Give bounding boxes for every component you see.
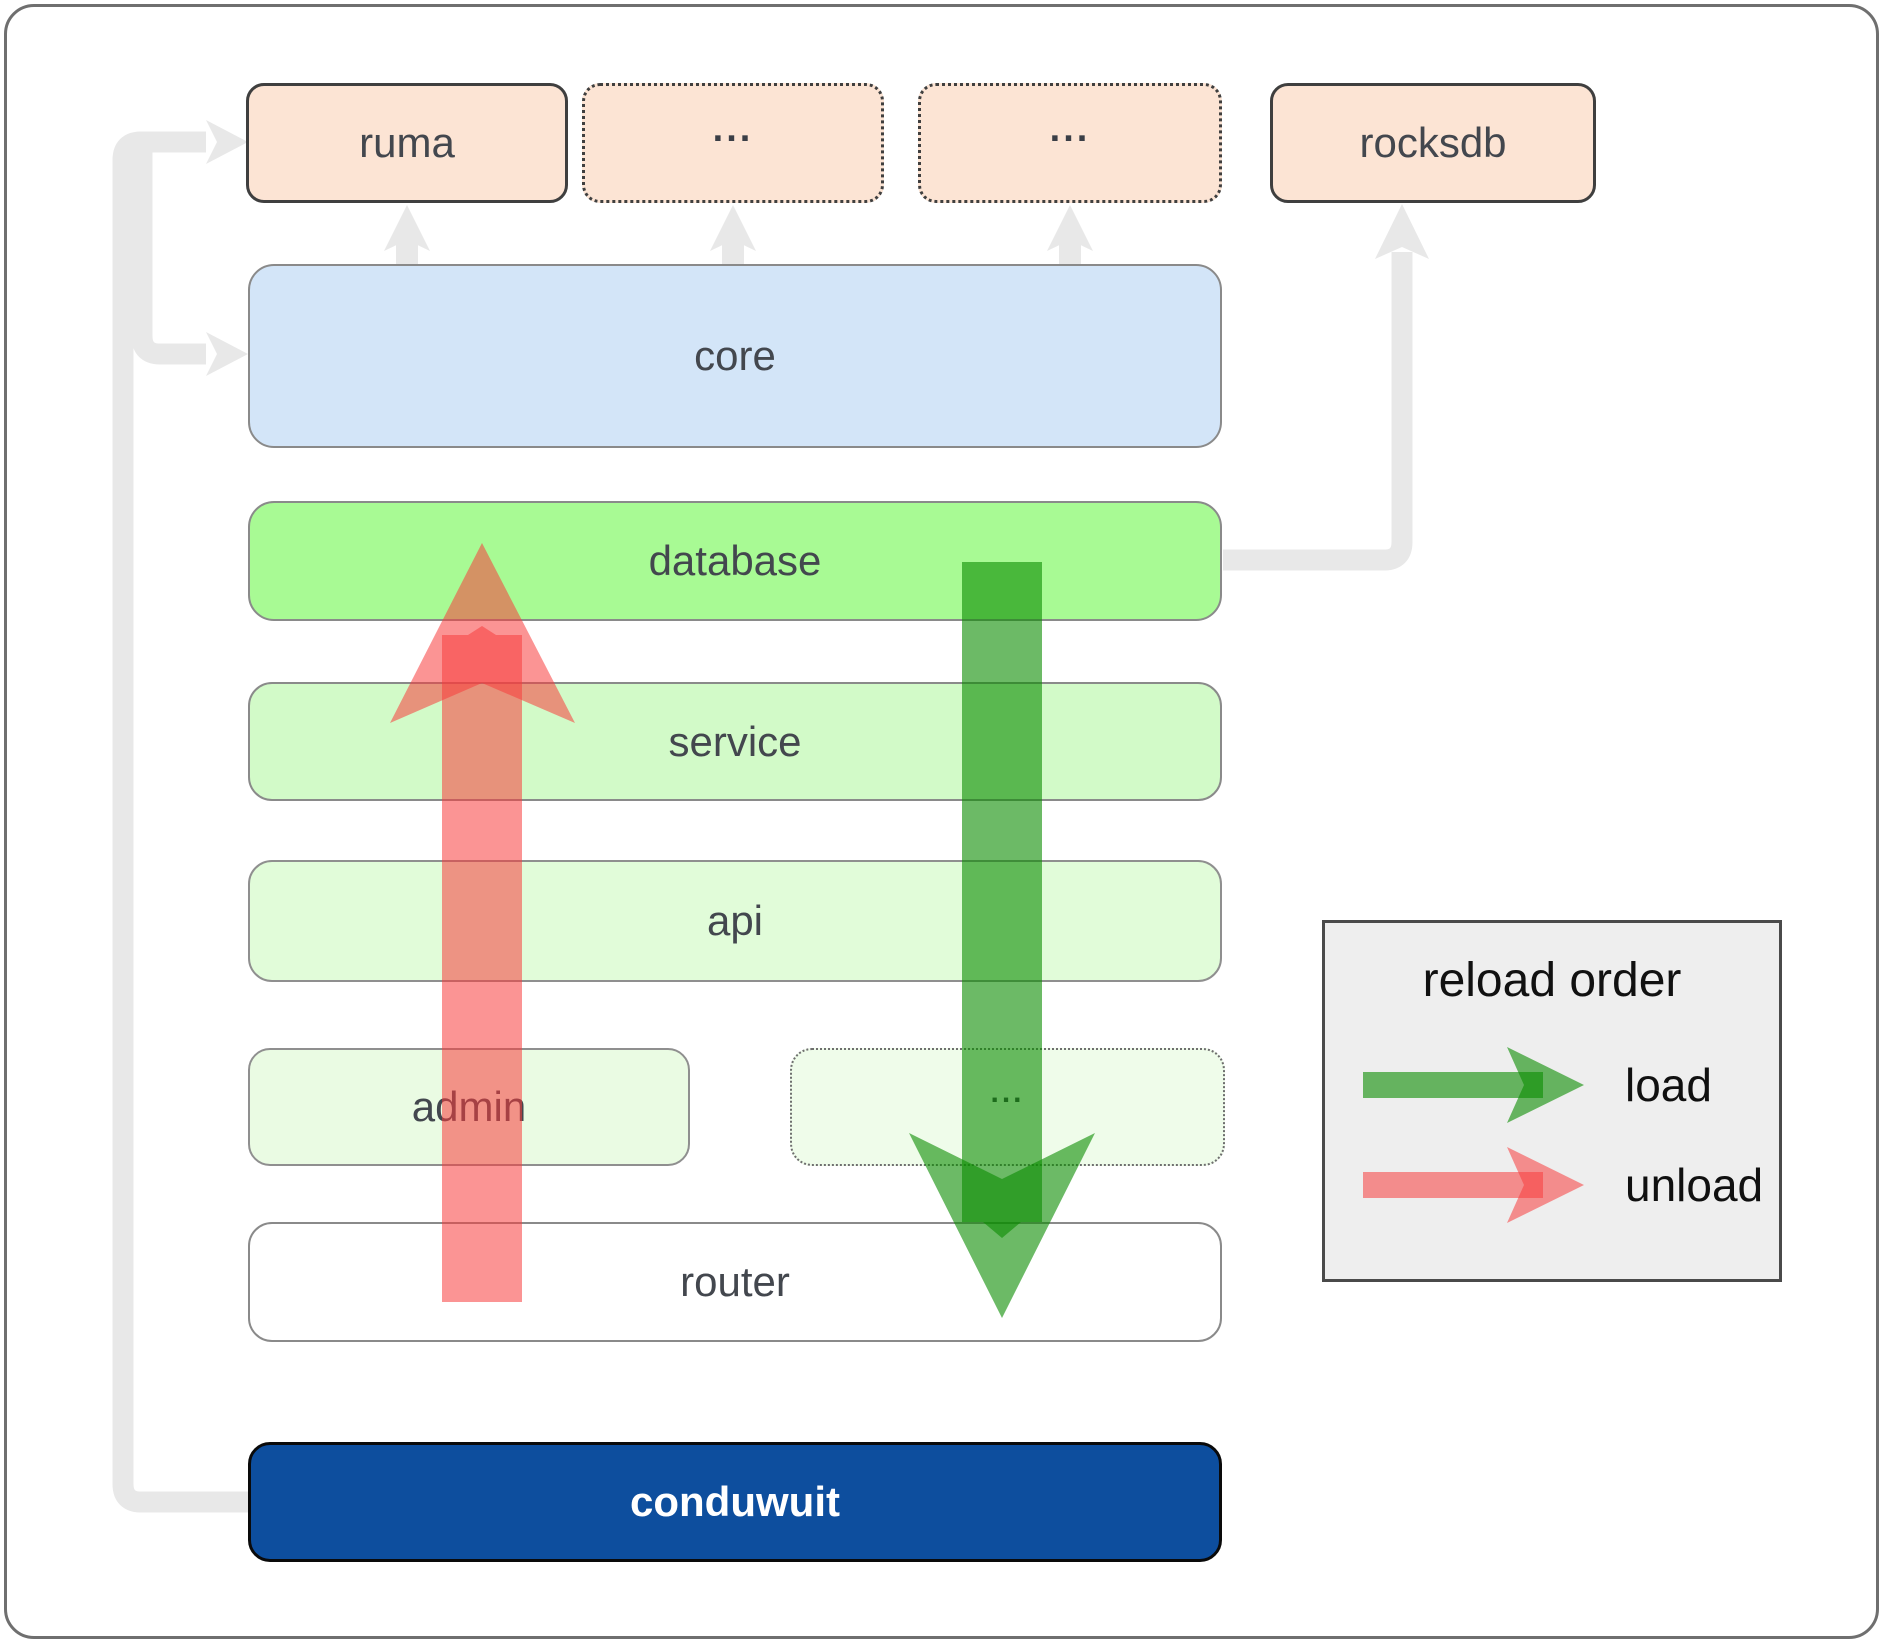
node-api-label: api: [706, 897, 764, 944]
node-conduwuit-label: conduwuit: [630, 1478, 840, 1525]
node-router: router: [248, 1222, 1222, 1342]
node-service-label: service: [668, 717, 802, 765]
node-database-label: database: [648, 537, 822, 584]
diagram-frame: [4, 4, 1879, 1639]
node-core: core: [248, 264, 1222, 448]
legend-load-arrow-icon: [1363, 1047, 1584, 1123]
node-ellipsis-mid-label: ...: [990, 1076, 1025, 1109]
node-ruma-label: ruma: [359, 119, 455, 166]
node-rocksdb: rocksdb: [1270, 83, 1596, 203]
node-ellipsis-top-2: ...: [918, 83, 1222, 203]
node-conduwuit: conduwuit: [248, 1442, 1222, 1562]
node-core-label: core: [694, 332, 776, 379]
node-ellipsis-top-2-label: ...: [1049, 107, 1091, 150]
legend-unload-arrow-icon: [1363, 1147, 1584, 1223]
legend: reload order load unload: [1322, 920, 1782, 1282]
node-ellipsis-top-1-label: ...: [712, 107, 754, 150]
node-router-label: router: [680, 1258, 790, 1305]
node-ellipsis-top-1: ...: [582, 83, 884, 203]
node-admin-label: admin: [411, 1083, 527, 1130]
node-admin: admin: [248, 1048, 690, 1166]
legend-unload-label: unload: [1625, 1159, 1764, 1211]
node-ellipsis-mid: ...: [790, 1048, 1225, 1166]
node-service: service: [248, 682, 1222, 801]
legend-load-label: load: [1625, 1059, 1712, 1111]
node-ruma: ruma: [246, 83, 568, 203]
node-database: database: [248, 501, 1222, 621]
node-rocksdb-label: rocksdb: [1359, 119, 1507, 166]
legend-title: reload order: [1422, 954, 1682, 1007]
node-api: api: [248, 860, 1222, 982]
